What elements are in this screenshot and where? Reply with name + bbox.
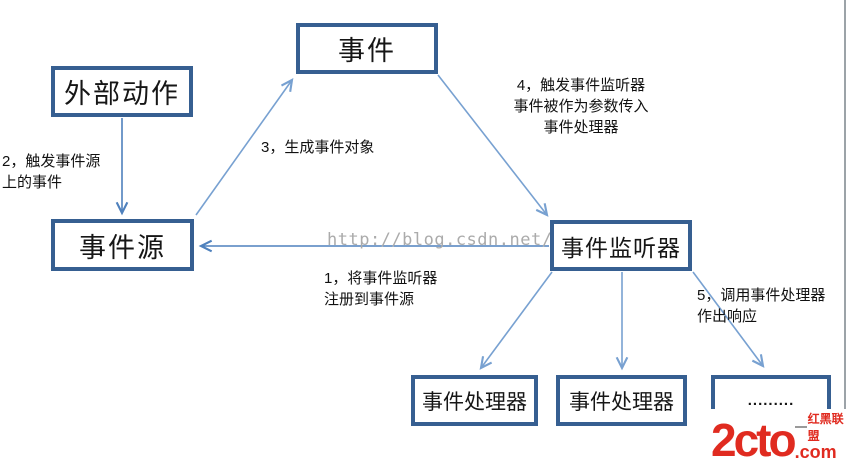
node-event-source: 事件源 (51, 219, 194, 271)
node-event-handler-1-label: 事件处理器 (422, 390, 527, 414)
annotation-step-4-line3: 事件处理器 (543, 119, 619, 136)
arrow-listener-to-handler1 (479, 271, 553, 370)
annotation-step-5: 5，调用事件处理器 作出响应 (697, 285, 825, 327)
annotation-step-5-line2: 作出响应 (697, 308, 758, 325)
2cto-logo-right: 红黑联盟 .com (794, 410, 849, 458)
node-event-source-label: 事件源 (79, 232, 166, 263)
node-event-handler-1: 事件处理器 (411, 375, 538, 426)
annotation-step-1-line1: 1，将事件监听器 (324, 270, 438, 287)
2cto-logo-tagline: 红黑联盟 (807, 412, 844, 443)
annotation-step-2-line1: 2，触发事件源 (2, 153, 101, 170)
logo-dash-icon (794, 426, 807, 428)
arrow-listener-to-more (692, 271, 765, 368)
2cto-logo-brand: 2cto (711, 414, 797, 458)
arrow-source-to-event (195, 78, 294, 216)
annotation-step-1-line2: 注册到事件源 (324, 291, 415, 308)
node-event-handler-2: 事件处理器 (556, 375, 687, 426)
node-more-handlers-label: ......... (747, 392, 795, 409)
annotation-step-4: 4，触发事件监听器 事件被作为参数传入 事件处理器 (498, 75, 664, 138)
annotation-step-3: 3，生成事件对象 (261, 137, 374, 158)
node-event-listener-label: 事件监听器 (561, 234, 681, 261)
annotation-step-4-line2: 事件被作为参数传入 (513, 98, 649, 115)
node-event-label: 事件 (338, 36, 396, 66)
csdn-watermark: http://blog.csdn.net/ (327, 230, 553, 250)
node-event: 事件 (296, 23, 438, 74)
arrow-event-to-listener (437, 74, 549, 217)
node-event-handler-2-label: 事件处理器 (569, 390, 674, 414)
annotation-step-5-line1: 5，调用事件处理器 (697, 287, 826, 304)
node-event-listener: 事件监听器 (550, 220, 692, 271)
annotation-step-4-line1: 4，触发事件监听器 (516, 77, 646, 94)
node-external-action: 外部动作 (51, 66, 193, 117)
annotation-step-1: 1，将事件监听器 注册到事件源 (324, 268, 437, 310)
annotation-step-3-line1: 3，生成事件对象 (261, 139, 375, 156)
node-external-action-label: 外部动作 (64, 79, 180, 109)
annotation-step-2-line2: 上的事件 (2, 174, 63, 191)
annotation-step-2: 2，触发事件源 上的事件 (2, 151, 100, 193)
2cto-logo-tagline-row: 红黑联盟 (794, 410, 849, 444)
2cto-logo: 2cto 红黑联盟 .com (709, 409, 851, 458)
page-edge-divider (844, 0, 846, 458)
2cto-logo-tld: .com (794, 442, 837, 458)
